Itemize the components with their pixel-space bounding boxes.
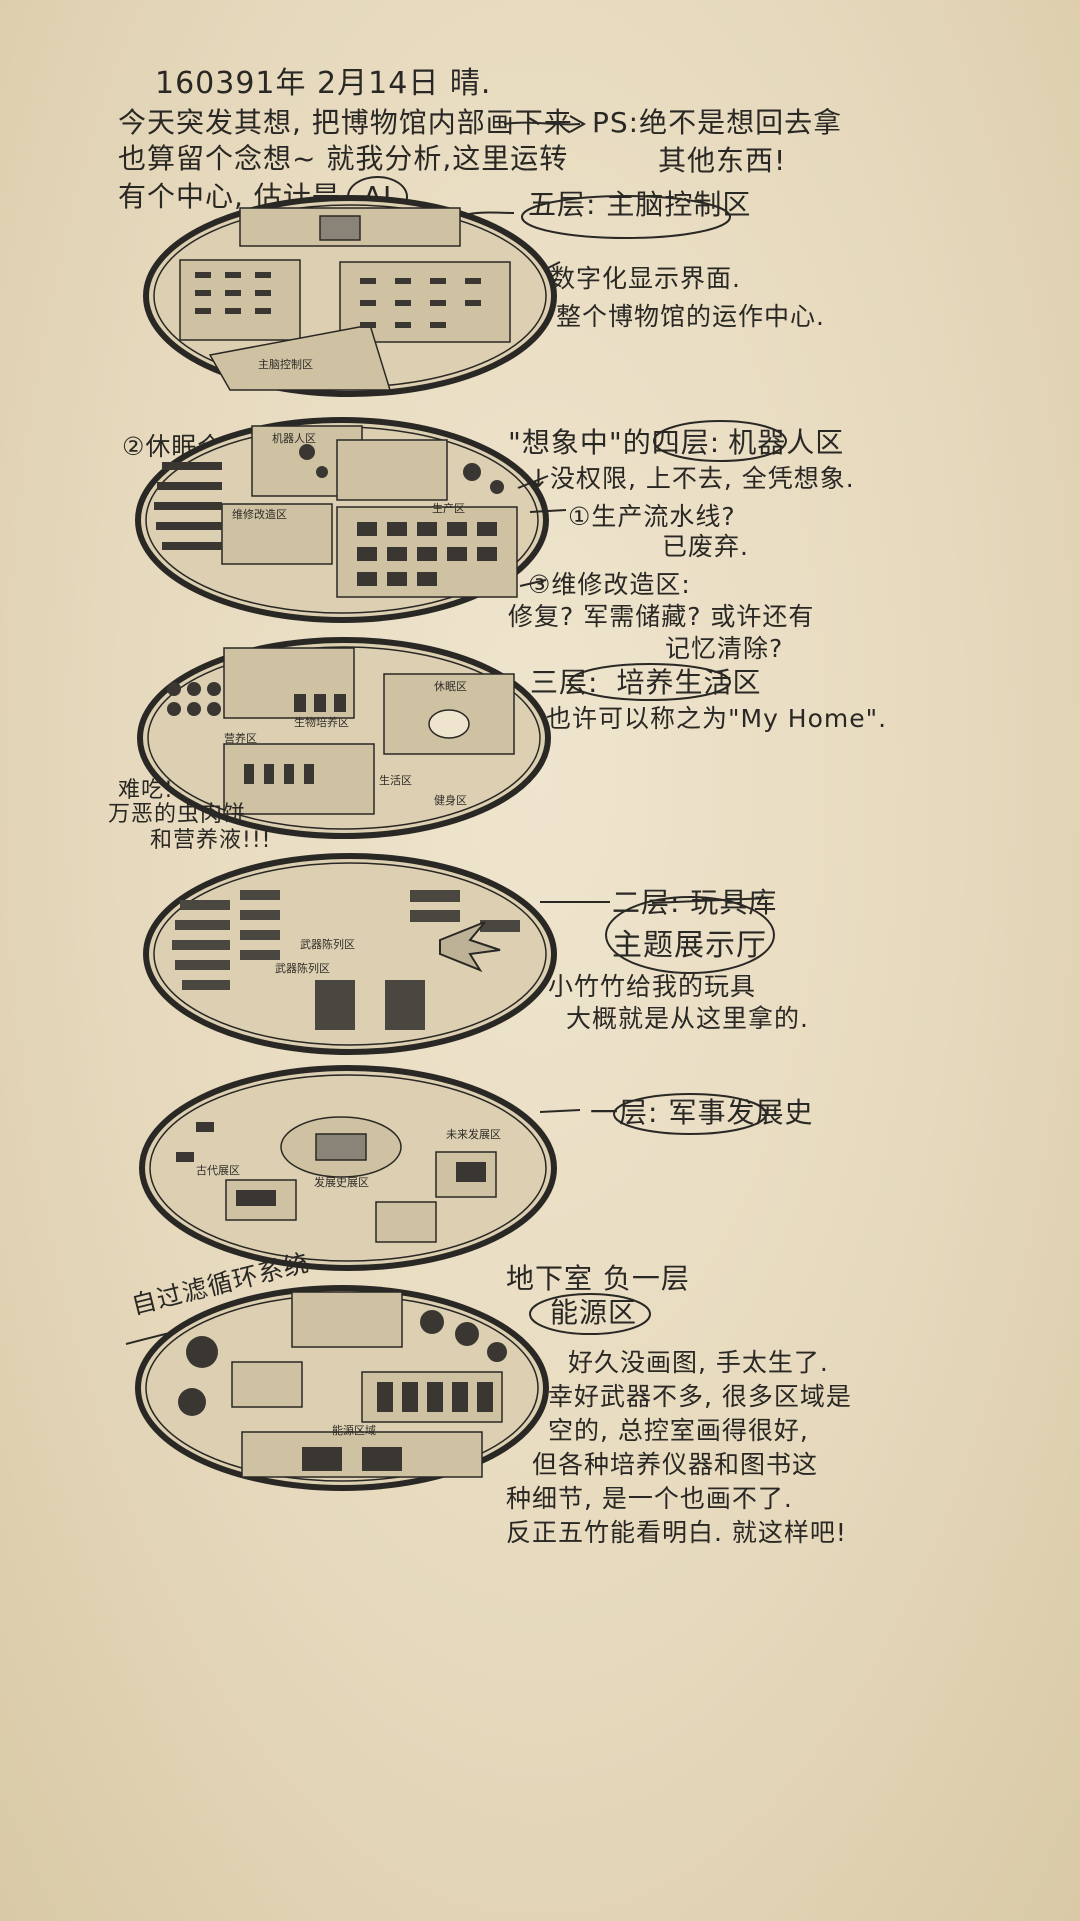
floor4-note-1: ↓没权限, 上不去, 全凭想象. (528, 464, 855, 493)
floor4-title-prefix: "想象中"的四层: (508, 426, 721, 459)
floor3-title-line: 三层: 培养生活区 (530, 664, 761, 702)
floor3-left-1: 难吃! (118, 778, 174, 803)
floor3-map-label-nutrition: 营养区 (224, 731, 257, 745)
ps-line-2: 其他东西! (658, 144, 787, 177)
basement-note-2: 幸好武器不多, 很多区域是 (548, 1382, 852, 1411)
floor4-title: 机器人区 (728, 426, 845, 459)
floor3-left-2: 万恶的虫肉饼 (108, 802, 247, 827)
floor4-title-bubble (653, 420, 787, 462)
floor5-map: 主脑控制区 (143, 195, 557, 397)
floor4-note-4: ③维修改造区: (528, 570, 691, 599)
basement-note-4: 但各种培养仪器和图书这 (532, 1450, 819, 1479)
basement-note-6: 反正五竹能看明白. 就这样吧! (506, 1518, 847, 1547)
floor3-title: 培养生活区 (616, 666, 762, 699)
floor4-note-6: 记忆清除? (665, 634, 784, 663)
basement-title-bubble (529, 1293, 651, 1335)
floor2-title-bubble (540, 896, 775, 974)
floor3-map-label-culture: 生物培养区 (294, 715, 349, 729)
floor5-note-1: 数字化显示界面. (550, 264, 741, 293)
floor1-map-label-history: 发展史展区 (314, 1175, 369, 1189)
floor5-note-2: 整个博物馆的运作中心. (556, 302, 825, 331)
floor4-map: 机器人区 维修改造区 生产区 (135, 417, 549, 623)
basement-note-5: 种细节, 是一个也画不了. (506, 1484, 793, 1513)
floor3-title-prefix: 三层: (530, 666, 599, 699)
date-line: 160391年 2月14日 晴. (155, 66, 492, 101)
floor4-title-line: "想象中"的四层:机器人区 (508, 424, 844, 462)
floor1-title-bubble (539, 1093, 767, 1135)
basement-title-2: 能源区 (550, 1296, 638, 1329)
floor1-map: 未来发展区 发展史展区 古代展区 (139, 1065, 557, 1271)
basement-map: 能源区域 (135, 1285, 549, 1491)
floor2-map-label-1: 武器陈列区 (300, 937, 355, 951)
floor2-note-1: 小竹竹给我的玩具 (548, 972, 757, 1001)
floor2-note-2: 大概就是从这里拿的. (566, 1004, 809, 1033)
arrow-icon (503, 115, 587, 133)
floor1-title-prefix: 一层: (590, 1096, 659, 1129)
floor1-title: 军事发展史 (668, 1096, 814, 1129)
ps-line-1: PS:绝不是想回去拿 (592, 106, 843, 139)
floor3-note-1: 也许可以称之为"My Home". (546, 704, 888, 733)
floor4-note-2: ①生产流水线? (568, 502, 736, 531)
floor5-map-label: 主脑控制区 (258, 357, 313, 371)
intro-line-1: 今天突发其想, 把博物馆内部画下来 (118, 106, 573, 139)
basement-note-1: 好久没画图, 手太生了. (568, 1348, 829, 1377)
intro-line-2: 也算留个念想~ 就我分析,这里运转 (118, 142, 569, 175)
floor4-map-label-robot: 机器人区 (272, 431, 316, 445)
floor2-title-strike: 二层: 玩具库 (612, 886, 778, 919)
basement-title-1: 地下室 负一层 (506, 1262, 690, 1295)
floor3-map-label-sleep: 休眠区 (434, 680, 467, 693)
floor1-map-label-ancient: 古代展区 (196, 1164, 240, 1177)
floor3-map: 休眠区 生活区 营养区 健身区 生物培养区 (137, 637, 551, 839)
floor4-note-5: 修复? 军需储藏? 或许还有 (508, 602, 815, 631)
floor4-note-3: 已废弃. (662, 532, 749, 561)
basement-map-label: 能源区域 (332, 1423, 376, 1437)
floor5-title-bubble (463, 195, 731, 239)
floor1-title-line: 一层: 军事发展史 (590, 1094, 813, 1132)
floor5-title: 五层: 主脑控制区 (528, 188, 752, 221)
floor3-title-bubble (569, 663, 731, 701)
floor2-map: 武器陈列区 武器陈列区 (143, 853, 557, 1055)
floor3-map-label-life: 生活区 (379, 773, 412, 787)
floor1-map-label-future: 未来发展区 (446, 1127, 501, 1141)
floor3-left-3: 和营养液!!! (150, 828, 272, 853)
floor2-title: 主题展示厅 (612, 928, 767, 963)
floor3-map-label-gym: 健身区 (434, 793, 467, 807)
basement-note-3: 空的, 总控室画得很好, (548, 1416, 809, 1445)
floor2-map-label-2: 武器陈列区 (275, 961, 330, 975)
floor4-map-label-production: 生产区 (432, 501, 465, 515)
floor4-map-label-repair: 维修改造区 (232, 507, 287, 521)
